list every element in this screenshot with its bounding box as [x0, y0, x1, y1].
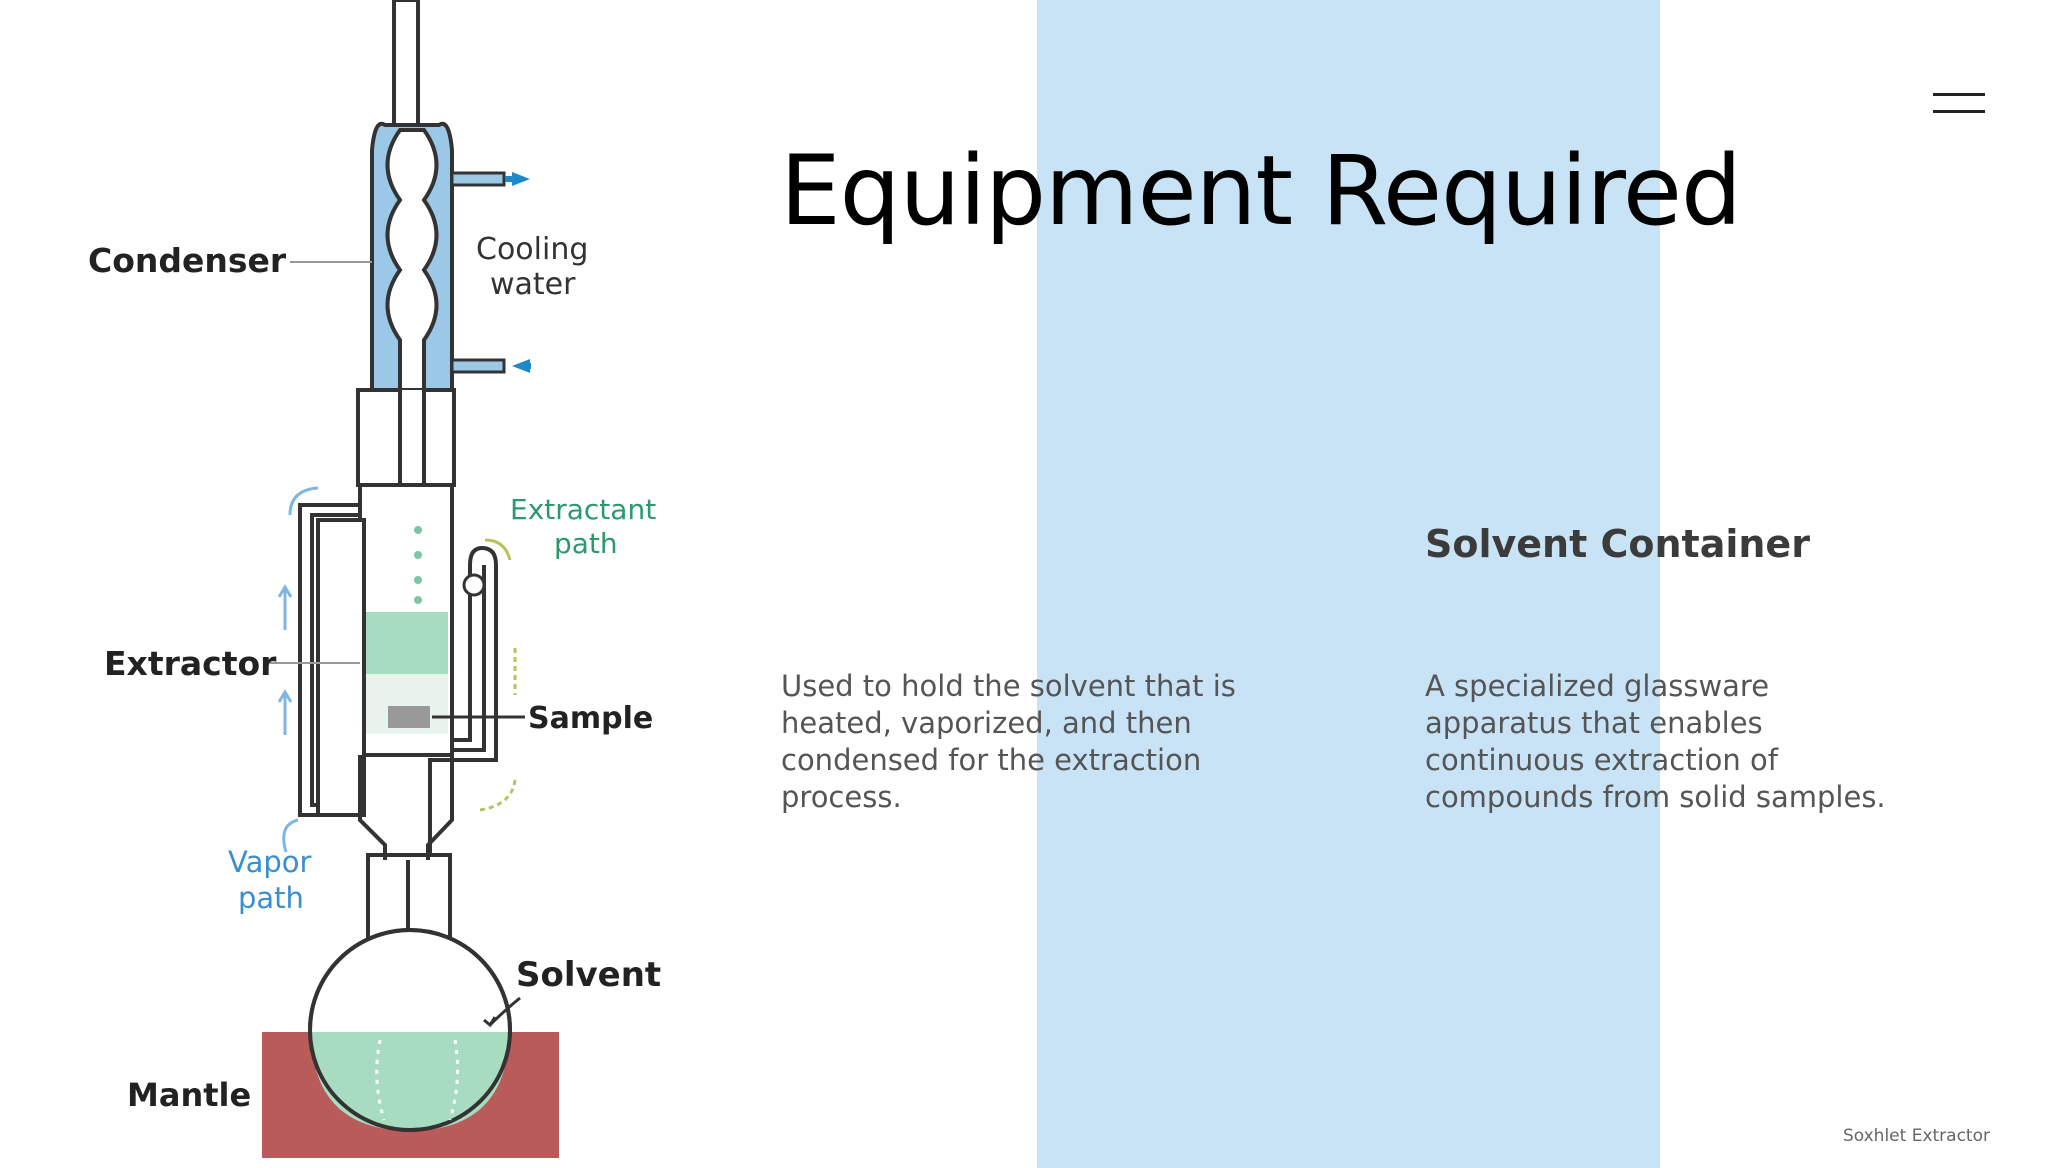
accent-band: [1037, 0, 1660, 1168]
item-title: Solvent Container: [1425, 522, 1810, 566]
soxhlet-diagram: Condenser Cooling water Extractant path …: [88, 0, 661, 1158]
right-description: A specialized glassware apparatus that e…: [1425, 669, 1886, 814]
label-solvent: Solvent: [516, 955, 661, 995]
menu-icon-bar-top: [1933, 93, 1985, 96]
water-out-arrow: [512, 172, 530, 186]
label-extractant-path-1: Extractant: [510, 493, 656, 526]
left-description: Used to hold the solvent that is heated,…: [781, 669, 1236, 814]
menu-icon-bar-bottom: [1933, 110, 1985, 113]
label-cooling-water-1: Cooling: [476, 232, 588, 267]
page-title: Equipment Required: [780, 135, 1742, 247]
sample-block: [388, 706, 430, 728]
label-vapor-path-1: Vapor: [228, 845, 312, 879]
footer-text: Soxhlet Extractor: [1842, 1126, 1990, 1146]
label-mantle: Mantle: [127, 1076, 251, 1114]
menu-icon[interactable]: [1933, 93, 1985, 115]
label-condenser: Condenser: [88, 241, 287, 280]
label-extractant-path-2: path: [554, 527, 618, 560]
label-cooling-water-2: water: [490, 267, 576, 302]
label-vapor-path-2: path: [238, 881, 304, 915]
label-extractor: Extractor: [104, 644, 277, 683]
label-sample: Sample: [528, 701, 653, 736]
